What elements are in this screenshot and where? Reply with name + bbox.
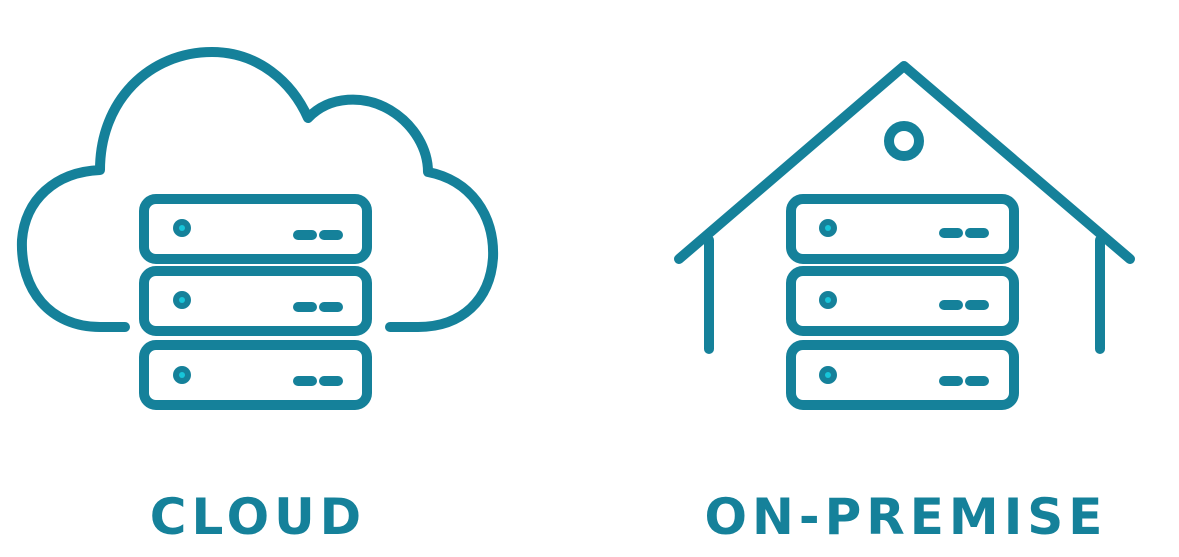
server-unit-bottom <box>139 340 372 410</box>
cloud-option: CLOUD <box>0 0 520 557</box>
house-server-icon <box>674 61 1135 410</box>
house-roof <box>674 61 1135 264</box>
server-unit-top <box>139 194 372 264</box>
server-unit-middle <box>139 266 372 336</box>
on-premise-option: ON-PREMISE <box>640 0 1179 557</box>
server-unit-middle <box>786 266 1019 336</box>
on-premise-label: ON-PREMISE <box>704 488 1108 546</box>
cloud-label: CLOUD <box>149 488 367 546</box>
server-unit-top <box>786 194 1019 264</box>
cloud-outline <box>16 47 499 332</box>
cloud-server-icon <box>16 47 499 410</box>
server-unit-bottom <box>786 340 1019 410</box>
attic-window <box>884 121 924 161</box>
